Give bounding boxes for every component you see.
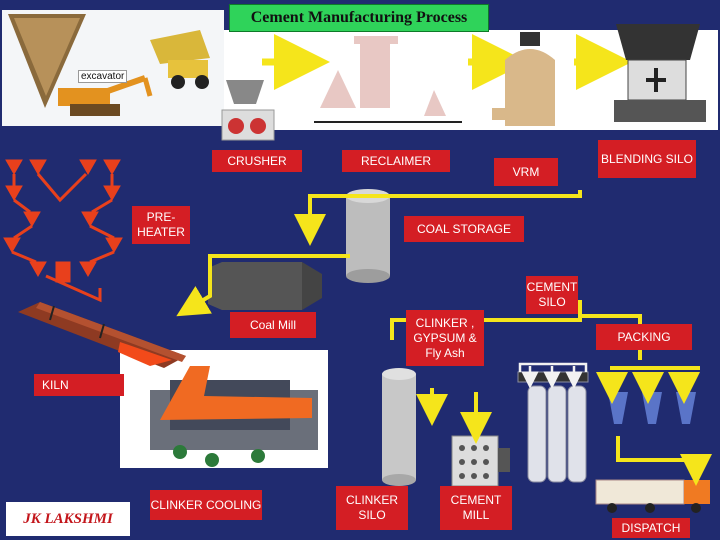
vrm-mill-icon (492, 32, 555, 126)
label-kiln: KILN (34, 374, 124, 396)
reclaimer-icon (314, 36, 462, 123)
rotary-kiln (18, 302, 186, 368)
label-clinker-gypsum: CLINKER , GYPSUM & Fly Ash (406, 310, 484, 366)
coal-mill-icon (208, 262, 322, 310)
diagram-title: Cement Manufacturing Process (229, 4, 489, 32)
dump-truck-icon (150, 30, 210, 89)
label-reclaimer: RECLAIMER (342, 150, 450, 172)
cement-silos (517, 371, 589, 483)
crusher-icon (221, 80, 275, 141)
excavator-icon (58, 75, 153, 116)
label-cement-silo: CEMENT SILO (526, 276, 578, 314)
dispatch-truck-icon (595, 479, 710, 513)
quarry-rock-pile (8, 14, 86, 108)
label-excavator: excavator (78, 70, 128, 83)
label-clinker-silo: CLINKER SILO (336, 486, 408, 530)
white-flow-lines (518, 362, 588, 389)
label-cement-mill: CEMENT MILL (440, 486, 512, 530)
clinker-silo-icon (382, 368, 416, 486)
label-crusher: CRUSHER (212, 150, 302, 172)
clinker-cooler-icon (150, 366, 318, 467)
coal-storage-icon (346, 189, 390, 283)
cement-mill-icon (451, 435, 510, 487)
label-dispatch: DISPATCH (612, 518, 690, 538)
blending-silo-icon (614, 24, 706, 122)
label-clinker-cooling: CLINKER COOLING (150, 490, 262, 520)
label-preheater: PRE-HEATER (132, 206, 190, 244)
label-packing: PACKING (596, 324, 692, 350)
preheater-tower (3, 159, 123, 303)
label-blending-silo: BLENDING SILO (598, 140, 696, 178)
packing-machines (608, 392, 696, 424)
logo-text: JK LAKSHMI (23, 510, 113, 527)
label-vrm: VRM (494, 158, 558, 186)
label-coal-storage: COAL STORAGE (404, 216, 524, 242)
company-logo: JK LAKSHMI (6, 502, 130, 536)
label-coal-mill: Coal Mill (230, 312, 316, 338)
